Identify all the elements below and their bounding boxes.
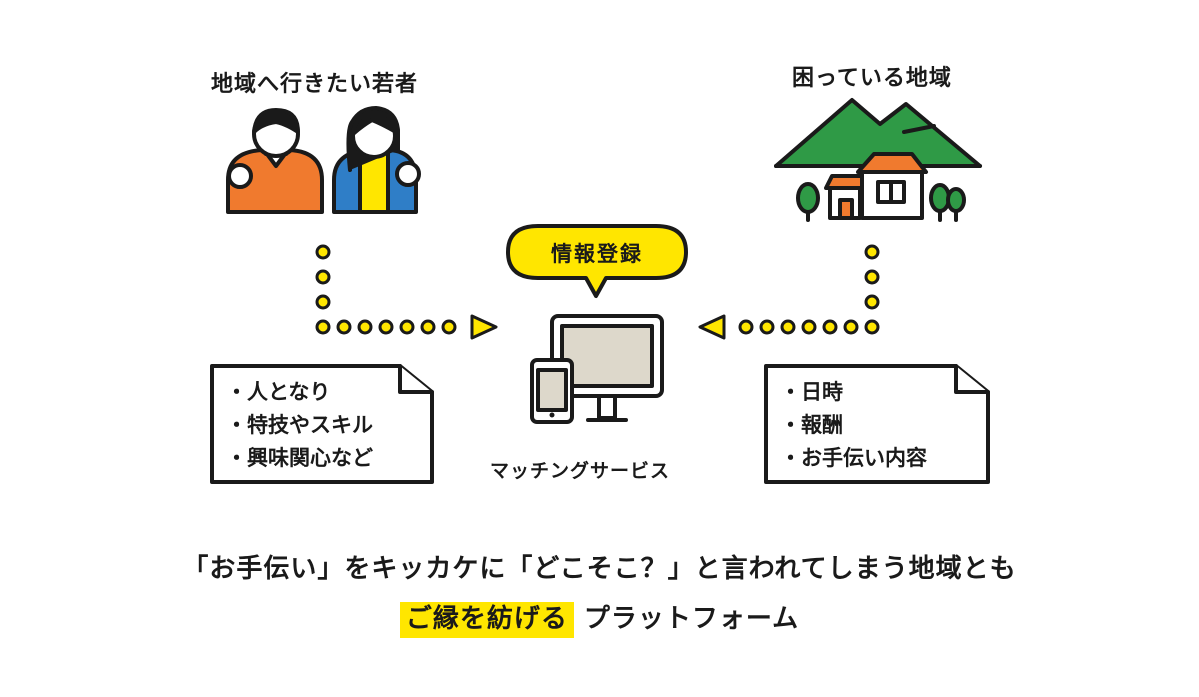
service-label: マッチングサービス	[490, 460, 671, 482]
tagline-line-2-rest: プラットフォーム	[583, 604, 800, 634]
tagline-line-2: ご縁を紡げる プラットフォーム	[0, 598, 1199, 638]
youth-note-item: 人となり	[226, 376, 373, 409]
bubble-label: 情報登録	[551, 242, 643, 266]
monitor-icon	[550, 314, 664, 422]
region-note-item: お手伝い内容	[780, 442, 927, 475]
region-note-item: 日時	[780, 376, 927, 409]
smartphone-icon	[530, 358, 574, 424]
mountain-house-icon	[774, 98, 982, 222]
tagline-line-1: 「お手伝い」をキッカケに「どこそこ？」と言われてしまう地域とも	[182, 554, 1017, 584]
region-heading: 困っている地域	[792, 66, 952, 91]
youth-note-item: 興味関心など	[226, 442, 373, 475]
region-note-item: 報酬	[780, 409, 927, 442]
youth-dotted-path	[315, 244, 498, 340]
youth-heading: 地域へ行きたい若者	[211, 72, 419, 97]
region-dotted-path	[698, 244, 880, 340]
registration-bubble	[506, 224, 688, 298]
youth-note-list: 人となり 特技やスキル 興味関心など	[226, 376, 373, 475]
region-note-list: 日時 報酬 お手伝い内容	[780, 376, 927, 475]
young-woman-icon	[332, 106, 421, 214]
youth-note-item: 特技やスキル	[226, 409, 373, 442]
tagline-highlight: ご縁を紡げる	[399, 602, 574, 638]
young-man-icon	[226, 108, 324, 214]
